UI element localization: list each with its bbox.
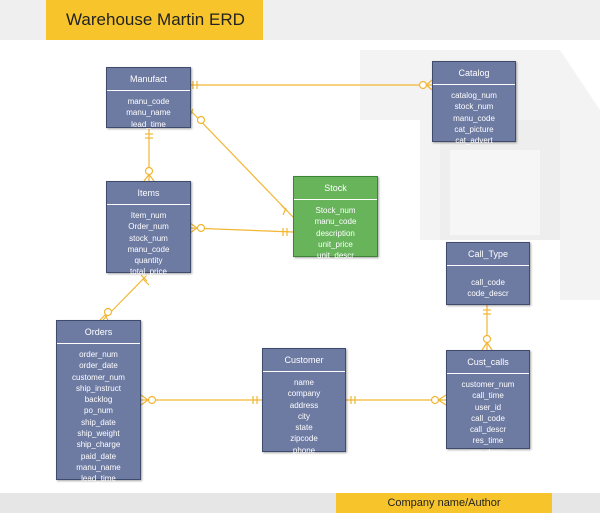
entity-field: stock_num bbox=[129, 233, 168, 243]
entity-field: zipcode bbox=[290, 434, 318, 444]
entity-field: call_code bbox=[471, 278, 505, 287]
entity-field: city bbox=[298, 411, 310, 421]
entity-items[interactable]: Items Item_num Order_num stock_num manu_… bbox=[106, 181, 191, 276]
entity-field: res_time bbox=[472, 436, 504, 446]
entity-title: Cust_calls bbox=[447, 351, 529, 374]
entity-field: quantity bbox=[134, 256, 163, 266]
entity-field: lead_time bbox=[131, 119, 166, 129]
entity-field: manu_name bbox=[76, 462, 121, 472]
connector-orders-customer bbox=[140, 394, 262, 406]
entity-field: manu_code bbox=[453, 113, 495, 123]
field-list: Stock_num manu_code description unit_pri… bbox=[294, 200, 377, 261]
entity-call-type[interactable]: Call_Type call_code code_descr bbox=[446, 242, 530, 305]
entity-field: ship_instruct bbox=[76, 383, 121, 393]
field-list: customer_num call_time user_id call_code… bbox=[447, 374, 529, 458]
entity-field: backlog bbox=[84, 395, 113, 405]
entity-field: code_descr bbox=[467, 289, 509, 299]
entity-field: order_date bbox=[79, 361, 118, 371]
connector-items-orders bbox=[99, 274, 150, 321]
entity-field: cat_picture bbox=[454, 124, 494, 134]
entity-manufact[interactable]: Manufact manu_code manu_name lead_time bbox=[106, 67, 191, 130]
entity-field: paid_date bbox=[80, 451, 117, 461]
footer-author-label: Company name/Author bbox=[336, 493, 552, 513]
entity-field: manu_code bbox=[127, 244, 170, 254]
field-list: Item_num Order_num stock_num manu_code q… bbox=[107, 205, 190, 278]
entity-field: catalog_num bbox=[451, 91, 497, 100]
entity-field: company bbox=[287, 389, 321, 399]
entity-field: unit_price bbox=[318, 239, 353, 249]
connector-calltype-custcalls bbox=[481, 305, 493, 351]
connector-manufact-stock bbox=[189, 108, 294, 218]
entity-stock[interactable]: Stock Stock_num manu_code description un… bbox=[293, 176, 378, 260]
entity-field: po_num bbox=[84, 406, 113, 416]
entity-field: state bbox=[295, 423, 313, 433]
entity-title: Customer bbox=[263, 349, 345, 372]
entity-field: cat_advert bbox=[455, 136, 493, 146]
entity-field: Order_num bbox=[128, 222, 169, 232]
entity-field: ship_weight bbox=[77, 429, 120, 439]
entity-cust-calls[interactable]: Cust_calls customer_num call_time user_i… bbox=[446, 350, 530, 457]
entity-field: name bbox=[293, 378, 314, 387]
entity-field: phone bbox=[292, 445, 316, 455]
entity-catalog[interactable]: Catalog catalog_num stock_num manu_code … bbox=[432, 61, 516, 145]
entity-field: customer_num bbox=[72, 372, 125, 382]
entity-field: unit_descr bbox=[317, 251, 354, 261]
entity-field: res_descr bbox=[470, 447, 506, 457]
entity-field: call_time bbox=[472, 391, 504, 401]
entity-field: order_num bbox=[79, 350, 118, 359]
connector-manufact-catalog bbox=[178, 79, 433, 91]
connector-items-stock bbox=[189, 222, 294, 236]
entity-field: call_code bbox=[471, 413, 505, 423]
field-list: call_code code_descr bbox=[447, 266, 529, 300]
field-list: catalog_num stock_num manu_code cat_pict… bbox=[433, 85, 515, 146]
entity-field: description bbox=[316, 228, 355, 238]
entity-field: lead_time bbox=[81, 474, 116, 484]
field-list: order_num order_date customer_num ship_i… bbox=[57, 344, 140, 485]
field-list: manu_code manu_name lead_time bbox=[107, 91, 190, 130]
entity-field: customer_num bbox=[461, 380, 515, 389]
field-list: name company address city state zipcode … bbox=[263, 372, 345, 456]
entity-title: Manufact bbox=[107, 68, 190, 91]
entity-field: Stock_num bbox=[315, 206, 356, 215]
connector-manufact-items bbox=[143, 128, 155, 182]
entity-title: Catalog bbox=[433, 62, 515, 85]
diagram-title: Warehouse Martin ERD bbox=[46, 0, 263, 40]
connector-customer-custcalls bbox=[346, 394, 447, 406]
entity-field: ship_charge bbox=[76, 440, 121, 450]
entity-field: total_price bbox=[130, 267, 167, 277]
entity-title: Stock bbox=[294, 177, 377, 200]
entity-field: manu_code bbox=[127, 97, 170, 106]
entity-field: call_descr bbox=[469, 425, 506, 435]
entity-field: user_id bbox=[474, 402, 502, 412]
entity-orders[interactable]: Orders order_num order_date customer_num… bbox=[56, 320, 141, 483]
entity-title: Call_Type bbox=[447, 243, 529, 266]
entity-field: manu_code bbox=[314, 217, 357, 227]
entity-title: Items bbox=[107, 182, 190, 205]
entity-field: manu_name bbox=[126, 108, 171, 118]
entity-field: address bbox=[289, 400, 319, 410]
entity-field: Item_num bbox=[130, 211, 167, 220]
entity-field: ship_date bbox=[81, 417, 116, 427]
entity-title: Orders bbox=[57, 321, 140, 344]
entity-customer[interactable]: Customer name company address city state… bbox=[262, 348, 346, 455]
entity-field: stock_num bbox=[454, 102, 494, 112]
